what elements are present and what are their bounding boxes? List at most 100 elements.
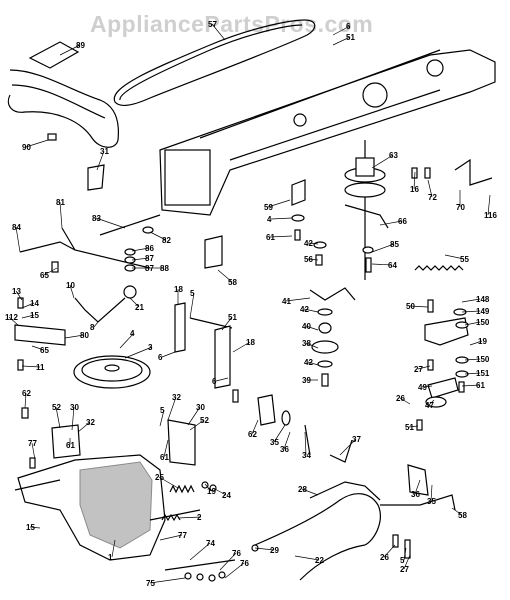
callout-c62b: 62: [248, 430, 257, 439]
bolt-77: [29, 457, 36, 469]
spring-2: [161, 513, 181, 522]
bolt-50: [427, 299, 434, 313]
leader-line: [29, 526, 41, 529]
leader-line: [451, 507, 463, 516]
leader-line: [124, 346, 153, 359]
bolt-65: [51, 261, 59, 273]
callout-c85a: 85: [390, 240, 399, 249]
callout-c63a: 63: [389, 151, 398, 160]
leader-line: [159, 409, 165, 427]
leader-line: [399, 397, 411, 405]
rod-83: [99, 214, 161, 236]
callout-c58b: 58: [458, 511, 467, 520]
callout-c5a: 5: [190, 289, 195, 298]
callout-c87a: 87: [145, 254, 154, 263]
callout-c150b: 150: [476, 355, 490, 364]
washer-75-b: [196, 573, 204, 581]
leader-line: [219, 552, 237, 571]
leader-line: [177, 516, 202, 519]
rod-5: [189, 317, 233, 329]
callout-c89: 89: [76, 41, 85, 50]
washer-87-a: [124, 256, 136, 264]
washer-4: [291, 214, 305, 222]
leader-line: [31, 345, 45, 351]
callout-c19a: 19: [478, 337, 487, 346]
leader-line: [25, 139, 49, 148]
leader-line: [149, 577, 186, 584]
leader-line: [371, 243, 395, 253]
leader-line: [254, 547, 275, 551]
leader-line: [305, 342, 319, 349]
leader-line: [294, 555, 320, 561]
callout-c36b: 36: [411, 490, 420, 499]
idler-bracket-41: [309, 287, 356, 301]
transaxle-pulley-3: [73, 355, 151, 389]
leader-line: [428, 399, 435, 406]
leader-line: [379, 220, 403, 226]
callout-c32b: 32: [86, 418, 95, 427]
main-frame: [159, 49, 496, 216]
leader-line: [409, 305, 429, 308]
callout-c61a: 61: [266, 233, 275, 242]
leader-line: [269, 235, 293, 238]
callout-c52a: 52: [52, 403, 61, 412]
leader-line: [307, 258, 319, 261]
callout-c1: 1: [108, 553, 113, 562]
idler-arm-66: [344, 204, 389, 229]
callout-c6: 6: [346, 22, 351, 31]
leader-line: [31, 442, 36, 461]
cylinder-62: [257, 394, 276, 426]
callout-c112: 112: [5, 313, 18, 322]
shift-plate-80: [14, 324, 66, 346]
callout-c83: 83: [92, 214, 101, 223]
callout-c4a: 4: [267, 215, 272, 224]
bracket-36: [407, 464, 429, 496]
callout-c22: 22: [315, 556, 324, 565]
bolt-27: [427, 359, 434, 371]
bolt-39: [321, 373, 329, 387]
bolt-61: [294, 229, 301, 241]
callout-c16: 16: [410, 185, 419, 194]
knob-21: [123, 285, 137, 299]
leader-line: [119, 332, 135, 349]
leader-line: [430, 484, 433, 502]
leader-line: [301, 488, 319, 496]
leader-line: [55, 406, 61, 429]
washer-75-a: [184, 572, 192, 580]
leader-line: [21, 365, 41, 368]
washer-76: [218, 571, 226, 579]
bolt-62: [21, 407, 29, 419]
washer-42-a: [313, 241, 327, 249]
callout-c58a: 58: [228, 278, 237, 287]
leader-line: [8, 316, 19, 326]
brake-arm-49: [427, 377, 459, 399]
bracket-18: [174, 302, 186, 353]
leader-line: [464, 358, 481, 361]
callout-c15: 15: [30, 311, 39, 320]
callout-c77b: 77: [178, 531, 187, 540]
leader-line: [332, 25, 351, 36]
leader-line: [461, 310, 481, 313]
callout-c40: 40: [302, 322, 311, 331]
bracket-30: [167, 419, 196, 466]
spring-25: [169, 484, 195, 494]
callout-c5c: 5: [400, 556, 405, 565]
bracket-52: [51, 424, 81, 459]
seat-bracket: [28, 41, 80, 69]
leader-line: [285, 297, 311, 302]
callout-c4b: 4: [130, 329, 135, 338]
callout-c36a: 36: [280, 445, 289, 454]
leader-line: [187, 406, 201, 426]
leader-line: [111, 539, 116, 558]
leader-line: [427, 179, 433, 198]
leader-line: [464, 372, 481, 375]
leader-line: [15, 226, 21, 253]
callout-c35b: 35: [427, 497, 436, 506]
leader-line: [267, 199, 291, 208]
callout-c65b: 65: [40, 346, 49, 355]
leader-line: [469, 340, 483, 346]
rod-34: [304, 424, 311, 456]
pulley-63-hub: [355, 157, 375, 177]
leader-line: [64, 334, 85, 339]
callout-c25: 25: [155, 473, 164, 482]
